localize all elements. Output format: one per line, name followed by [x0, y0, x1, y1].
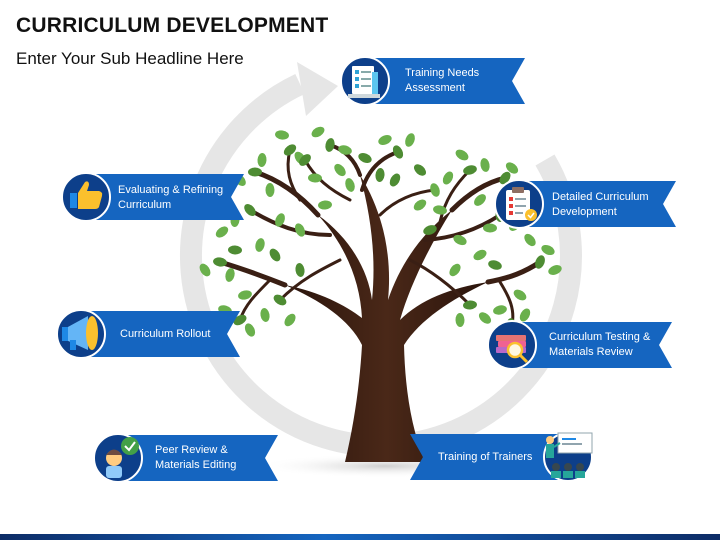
megaphone-icon: [62, 316, 98, 350]
step-detailed-curriculum-development[interactable]: [494, 179, 676, 229]
tree-leaf: [478, 312, 492, 324]
tree-leaf: [473, 249, 487, 261]
tree-leaf: [505, 162, 519, 174]
tree-leaf: [474, 194, 486, 206]
tree-leaf: [338, 145, 352, 155]
step-training-needs-assessment[interactable]: [340, 56, 525, 106]
tree-leaf: [463, 300, 477, 310]
checklist-icon: [348, 66, 380, 98]
tree-leaf: [524, 233, 536, 247]
books-magnifier-icon: [496, 335, 529, 364]
tree-leaf: [541, 244, 555, 256]
tree-leaf: [513, 289, 527, 301]
step-training-of-trainers[interactable]: [410, 432, 593, 482]
tree-leaf: [548, 265, 562, 275]
tree-illustration: [199, 126, 562, 462]
tree-leaf: [488, 260, 502, 270]
tree-leaf: [392, 145, 404, 159]
clipboard-check-icon: [506, 187, 537, 221]
tree-leaf: [244, 203, 256, 217]
tree-leaf: [257, 153, 267, 167]
step-banner: [84, 174, 244, 220]
tree-leaf: [378, 135, 392, 145]
step-banner: [410, 434, 570, 480]
cycle-arrowhead-icon: [297, 62, 338, 116]
tree-leaf: [284, 313, 296, 327]
tree-leaf: [480, 158, 490, 172]
step-label-curriculum-testing: Curriculum Testing & Materials Review: [549, 331, 651, 358]
tree-leaf: [248, 167, 262, 177]
tree-leaf: [318, 200, 332, 210]
step-label-training-of-trainers: Training of Trainers: [438, 451, 533, 463]
tree-leaf: [413, 199, 427, 211]
tree-leaf: [275, 213, 285, 227]
tree-leaf: [455, 149, 469, 161]
tree-leaf: [255, 238, 265, 252]
step-label-detailed-curriculum-development: Detailed Curriculum Development: [552, 191, 649, 218]
tree-leaf: [269, 248, 281, 262]
tree-leaf: [535, 255, 545, 269]
tree-leaf: [345, 178, 355, 192]
tree-leaf: [294, 223, 306, 237]
tree-leaf: [519, 308, 531, 322]
tree-leaf: [493, 305, 507, 315]
step-peer-review[interactable]: [93, 433, 278, 483]
tree-leaf: [463, 165, 477, 175]
tree-leaf: [334, 163, 346, 177]
tree-leaf: [275, 130, 289, 140]
tree-leaf: [499, 171, 511, 185]
tree-leaf: [423, 225, 437, 235]
tree-leaf: [311, 126, 325, 138]
tree-leaf: [405, 133, 415, 147]
step-banner: [118, 435, 278, 481]
tree-leaf: [358, 152, 372, 164]
step-banner: [80, 311, 240, 357]
tree-leaf: [430, 183, 440, 197]
tree-leaf: [325, 138, 335, 152]
step-evaluating-refining[interactable]: [61, 172, 244, 222]
tree-leaf: [389, 173, 401, 187]
tree-leaf: [483, 223, 497, 233]
page-subtitle: Enter Your Sub Headline Here: [16, 49, 244, 68]
tree-leaf: [442, 171, 454, 185]
tree-leaf: [308, 173, 322, 183]
step-curriculum-rollout[interactable]: [56, 309, 240, 359]
tree-leaf: [199, 263, 211, 277]
tree-leaf: [225, 268, 235, 282]
tree-leaf: [213, 257, 227, 267]
step-banner: [360, 58, 525, 104]
tree-leaf: [413, 164, 427, 176]
reviewer-check-icon: [106, 437, 139, 478]
tree-leaf: [260, 308, 270, 322]
step-label-training-needs-assessment: Training Needs Assessment: [405, 67, 480, 94]
step-label-peer-review: Peer Review & Materials Editing: [155, 444, 237, 471]
tree-leaf: [283, 144, 297, 156]
thumbs-up-icon: [70, 181, 103, 209]
tree-leaf: [453, 234, 467, 246]
step-curriculum-testing[interactable]: [487, 320, 672, 370]
tree-leaf: [238, 290, 252, 300]
tree-leaf: [299, 154, 311, 166]
tree-leaf: [375, 168, 385, 182]
tree-leaf: [295, 263, 305, 277]
step-banner: [515, 181, 676, 227]
step-banner: [510, 322, 672, 368]
presenter-audience-icon: [546, 432, 593, 478]
tree-leaf: [228, 245, 242, 255]
tree-leaf: [265, 183, 275, 197]
tree-leaf: [273, 294, 287, 306]
tree-leaf: [455, 313, 465, 327]
footer-accent-bar: [0, 534, 720, 540]
tree-leaf: [233, 314, 247, 326]
tree-trunk: [285, 175, 488, 462]
tree-leaf: [244, 323, 256, 337]
step-label-curriculum-rollout: Curriculum Rollout: [120, 328, 211, 340]
tree-leaf: [449, 263, 461, 277]
tree-leaf: [215, 226, 229, 238]
step-label-evaluating-refining: Evaluating & Refining Curriculum: [118, 184, 224, 211]
page-title: CURRICULUM DEVELOPMENT: [16, 14, 329, 37]
tree-leaf: [433, 205, 447, 215]
